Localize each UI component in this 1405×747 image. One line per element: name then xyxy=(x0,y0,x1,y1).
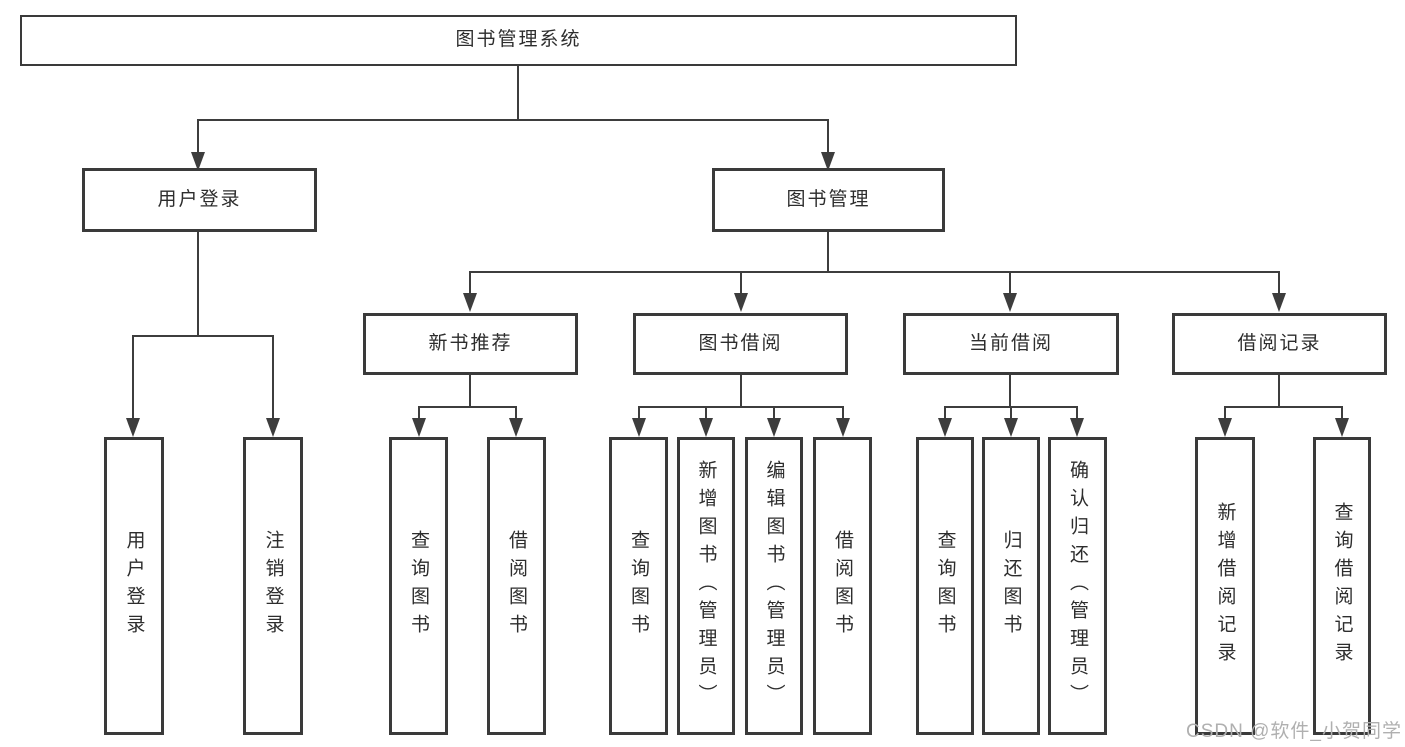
leaf-user-login: 用户登录 xyxy=(104,437,164,735)
leaf-logout-label: 注销登录 xyxy=(262,530,284,642)
connector-line xyxy=(740,271,742,294)
arrow-down-icon xyxy=(734,293,748,312)
leaf-borrow-edit-books-admin-label: 编辑图书（管理员） xyxy=(763,460,785,712)
connector-line xyxy=(740,375,742,407)
leaf-records-query-record-label: 查询借阅记录 xyxy=(1331,502,1353,670)
connector-line xyxy=(419,406,516,408)
node-current-borrow-label: 当前借阅 xyxy=(968,332,1053,354)
leaf-records-add-record: 新增借阅记录 xyxy=(1195,437,1255,735)
arrow-down-icon xyxy=(191,152,205,171)
leaf-borrow-add-books-admin-label: 新增图书（管理员） xyxy=(695,460,717,712)
arrow-down-icon xyxy=(1070,418,1084,437)
connector-line xyxy=(469,375,471,407)
connector-line xyxy=(638,406,640,419)
leaf-records-query-record: 查询借阅记录 xyxy=(1313,437,1371,735)
arrow-down-icon xyxy=(1272,293,1286,312)
node-borrow-records-label: 借阅记录 xyxy=(1237,332,1322,354)
arrow-down-icon xyxy=(821,152,835,171)
arrow-down-icon xyxy=(836,418,850,437)
arrow-down-icon xyxy=(632,418,646,437)
arrow-down-icon xyxy=(1335,418,1349,437)
leaf-newbook-borrow-books-label: 借阅图书 xyxy=(506,530,527,642)
node-new-book-recommend-label: 新书推荐 xyxy=(428,332,513,354)
node-book-borrow-label: 图书借阅 xyxy=(698,332,783,354)
leaf-newbook-query-books: 查询图书 xyxy=(389,437,448,735)
node-book-management: 图书管理 xyxy=(712,168,945,232)
leaf-borrow-query-books: 查询图书 xyxy=(609,437,668,735)
connector-line xyxy=(827,119,829,153)
arrow-down-icon xyxy=(1218,418,1232,437)
connector-line xyxy=(418,406,420,419)
leaf-user-login-label: 用户登录 xyxy=(123,530,145,642)
connector-line xyxy=(1225,406,1342,408)
arrow-down-icon xyxy=(463,293,477,312)
connector-line xyxy=(197,119,199,153)
leaf-borrow-add-books-admin: 新增图书（管理员） xyxy=(677,437,735,735)
leaf-current-return-books: 归还图书 xyxy=(982,437,1040,735)
leaf-records-add-record-label: 新增借阅记录 xyxy=(1214,502,1236,670)
arrow-down-icon xyxy=(767,418,781,437)
connector-line xyxy=(1278,271,1280,294)
connector-line xyxy=(515,406,517,419)
leaf-borrow-borrow-books-label: 借阅图书 xyxy=(832,530,853,642)
node-book-management-label: 图书管理 xyxy=(786,188,871,210)
connector-line xyxy=(469,271,471,294)
connector-line xyxy=(639,406,843,408)
leaf-borrow-borrow-books: 借阅图书 xyxy=(813,437,872,735)
arrow-down-icon xyxy=(509,418,523,437)
connector-line xyxy=(197,232,199,336)
connector-line xyxy=(1010,406,1012,419)
arrow-down-icon xyxy=(412,418,426,437)
node-user-login-label: 用户登录 xyxy=(157,188,242,210)
leaf-borrow-query-books-label: 查询图书 xyxy=(628,530,649,642)
leaf-current-confirm-return-admin-label: 确认归还（管理员） xyxy=(1067,460,1088,712)
node-root-label: 图书管理系统 xyxy=(455,29,582,51)
connector-line xyxy=(1341,406,1343,419)
arrow-down-icon xyxy=(699,418,713,437)
leaf-newbook-query-books-label: 查询图书 xyxy=(408,530,429,642)
connector-line xyxy=(842,406,844,419)
connector-line xyxy=(827,232,829,272)
connector-line xyxy=(1009,271,1011,294)
leaf-current-query-books: 查询图书 xyxy=(916,437,974,735)
node-root: 图书管理系统 xyxy=(20,15,1017,66)
leaf-current-confirm-return-admin: 确认归还（管理员） xyxy=(1048,437,1107,735)
leaf-borrow-edit-books-admin: 编辑图书（管理员） xyxy=(745,437,803,735)
connector-line xyxy=(1009,375,1011,407)
node-book-borrow: 图书借阅 xyxy=(633,313,848,375)
node-user-login: 用户登录 xyxy=(82,168,317,232)
arrow-down-icon xyxy=(266,418,280,437)
leaf-current-return-books-label: 归还图书 xyxy=(1000,530,1022,642)
watermark-text: CSDN @软件_小贺同学 xyxy=(1186,721,1402,742)
arrow-down-icon xyxy=(1003,293,1017,312)
arrow-down-icon xyxy=(1004,418,1018,437)
arrow-down-icon xyxy=(126,418,140,437)
connector-line xyxy=(132,335,134,419)
connector-line xyxy=(517,66,519,120)
leaf-current-query-books-label: 查询图书 xyxy=(934,530,956,642)
arrow-down-icon xyxy=(938,418,952,437)
connector-line xyxy=(705,406,707,419)
connector-line xyxy=(944,406,946,419)
connector-line xyxy=(198,119,829,121)
connector-line xyxy=(1224,406,1226,419)
node-current-borrow: 当前借阅 xyxy=(903,313,1119,375)
connector-line xyxy=(1076,406,1078,419)
node-new-book-recommend: 新书推荐 xyxy=(363,313,578,375)
connector-line xyxy=(133,335,273,337)
leaf-newbook-borrow-books: 借阅图书 xyxy=(487,437,546,735)
leaf-logout: 注销登录 xyxy=(243,437,303,735)
connector-line xyxy=(272,335,274,419)
connector-line xyxy=(1278,375,1280,407)
connector-line xyxy=(470,271,1279,273)
connector-line xyxy=(773,406,775,419)
node-borrow-records: 借阅记录 xyxy=(1172,313,1387,375)
